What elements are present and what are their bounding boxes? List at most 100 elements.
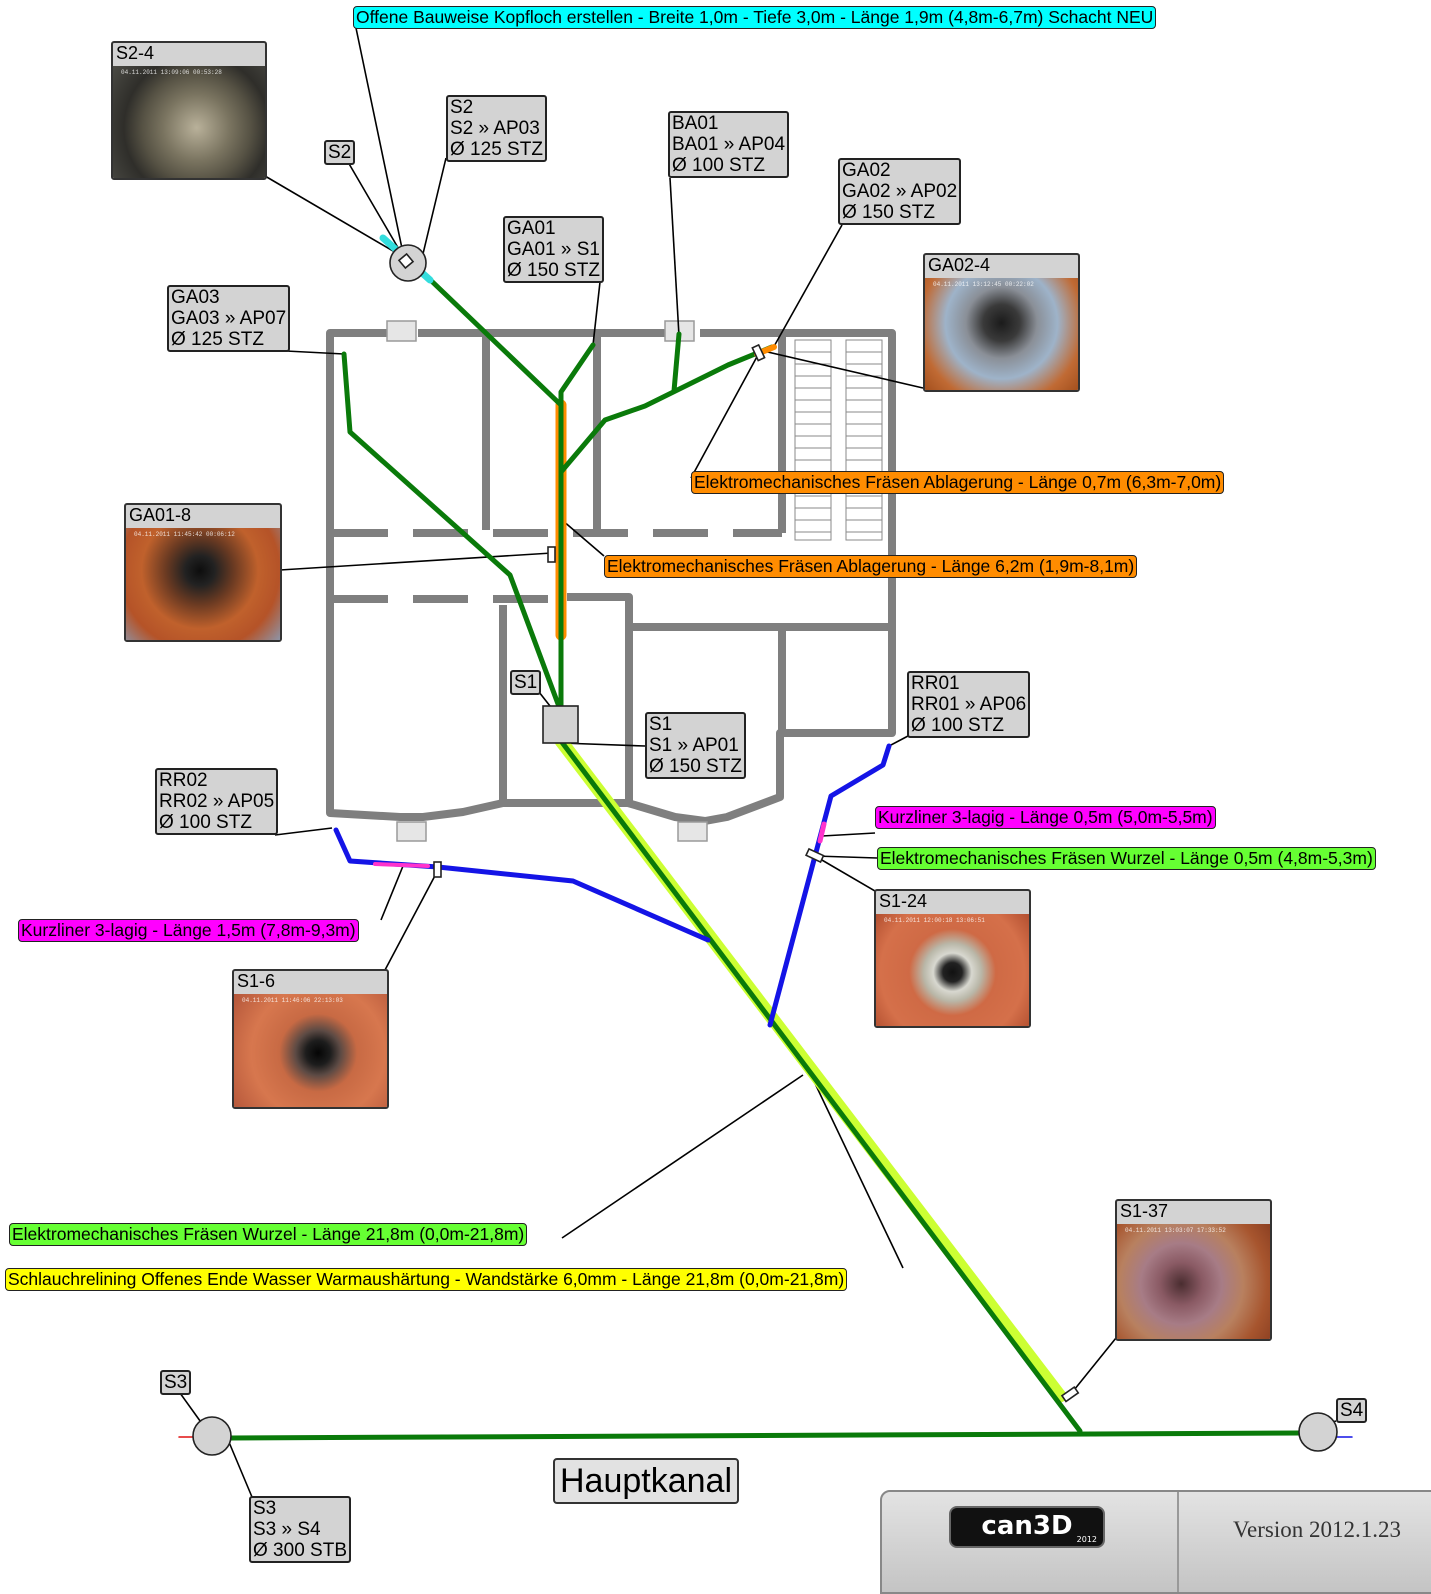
can3d-logo: can3D 2012 bbox=[949, 1506, 1105, 1548]
staircase bbox=[794, 339, 883, 541]
pipe-spec: Ø 125 STZ bbox=[450, 139, 543, 160]
footer-panel: can3D 2012 Version 2012.1.23 bbox=[880, 1490, 1431, 1594]
pipe-route: GA03 » AP07 bbox=[171, 308, 287, 329]
sewer-camera-image: 04.11.2011 11:46:06 22:13:03 bbox=[234, 994, 387, 1107]
version-label: Version 2012.1.23 bbox=[1233, 1517, 1402, 1542]
wall-f bbox=[567, 593, 892, 631]
photo-caption: S1-24 bbox=[879, 891, 928, 911]
measure-kurzliner-rr02[interactable]: Kurzliner 3-lagig - Länge 1,5m (7,8m-9,3… bbox=[18, 919, 359, 942]
measure-kurzliner-rr01[interactable]: Kurzliner 3-lagig - Länge 0,5m (5,0m-5,5… bbox=[875, 806, 1216, 829]
pipe-ga01 bbox=[558, 342, 596, 715]
shaft-label-s1[interactable]: S1 bbox=[510, 670, 542, 695]
pipe-route: S2 » AP03 bbox=[450, 118, 540, 139]
leader-line bbox=[690, 352, 760, 479]
leader-line bbox=[421, 157, 447, 259]
pipe-id: S2 bbox=[450, 97, 474, 118]
shaft-label-s2[interactable]: S2 bbox=[324, 140, 356, 165]
shaft-label-s4[interactable]: S4 bbox=[1336, 1398, 1368, 1423]
stair-steps bbox=[795, 351, 882, 533]
inspection-photo-ga01-8[interactable]: GA01-8 04.11.2011 11:45:42 00:06:12 bbox=[124, 503, 282, 642]
measure-fraesen-ga01[interactable]: Elektromechanisches Fräsen Ablagerung - … bbox=[604, 555, 1138, 578]
photo-caption: GA02-4 bbox=[928, 255, 991, 275]
logo-text: can3D bbox=[981, 1511, 1073, 1541]
inspection-photo-s2-4[interactable]: S2-4 04.11.2011 13:09:06 00:53:28 bbox=[111, 41, 267, 180]
leader-line bbox=[279, 552, 553, 571]
pipe-id: S1 bbox=[649, 714, 673, 735]
inspection-photo-s1-37[interactable]: S1-37 04.11.2011 13:03:07 17:33:52 bbox=[1115, 1199, 1272, 1341]
pipe-s1-ap01 bbox=[558, 738, 1083, 1434]
photo-timestamp: 04.11.2011 11:45:42 00:06:12 bbox=[134, 531, 235, 538]
photo-caption: GA01-8 bbox=[129, 505, 192, 525]
window bbox=[386, 320, 417, 342]
window bbox=[677, 821, 708, 842]
photo-timestamp: 04.11.2011 11:46:06 22:13:03 bbox=[242, 997, 343, 1004]
marker bbox=[397, 252, 415, 270]
sewer-camera-image: 04.11.2011 13:03:07 17:33:52 bbox=[1117, 1224, 1270, 1339]
inspection-photo-s1-6[interactable]: S1-6 04.11.2011 11:46:06 22:13:03 bbox=[232, 969, 389, 1109]
marker bbox=[433, 861, 442, 878]
leader-line bbox=[669, 177, 680, 337]
marker bbox=[547, 546, 556, 563]
kurzliner-rr01 bbox=[817, 821, 827, 844]
pipe-info-rr01[interactable]: RR01 RR01 » AP06 Ø 100 STZ bbox=[907, 671, 1031, 738]
leader-line bbox=[285, 350, 345, 355]
leader-line bbox=[347, 161, 405, 259]
sewer-camera-image: 04.11.2011 12:00:18 13:06:51 bbox=[876, 914, 1029, 1026]
leader-line bbox=[771, 224, 843, 351]
leader-line bbox=[264, 175, 406, 259]
photo-caption: S1-37 bbox=[1120, 1201, 1169, 1221]
sewer-camera-image: 04.11.2011 13:12:45 00:22:02 bbox=[925, 278, 1078, 390]
pipe-info-s1[interactable]: S1 S1 » AP01 Ø 150 STZ bbox=[645, 712, 746, 779]
measure-kopfloch[interactable]: Offene Bauweise Kopfloch erstellen - Bre… bbox=[353, 6, 1157, 29]
pipe-id: RR02 bbox=[159, 770, 208, 791]
shaft-s3[interactable] bbox=[192, 1416, 232, 1456]
pipe-info-s2[interactable]: S2 S2 » AP03 Ø 125 STZ bbox=[446, 95, 547, 162]
inspection-photo-ga02-4[interactable]: GA02-4 04.11.2011 13:12:45 00:22:02 bbox=[923, 253, 1080, 392]
measure-wurzel-s1[interactable]: Elektromechanisches Fräsen Wurzel - Läng… bbox=[9, 1223, 528, 1246]
leader-line bbox=[758, 349, 924, 389]
photo-timestamp: 04.11.2011 13:12:45 00:22:02 bbox=[933, 281, 1034, 288]
leader-line bbox=[821, 832, 876, 837]
marker bbox=[1060, 1386, 1080, 1403]
stairs-left bbox=[794, 339, 832, 541]
main-channel-label: Hauptkanal bbox=[553, 1458, 740, 1504]
measure-fraesen-ga02[interactable]: Elektromechanisches Fräsen Ablagerung - … bbox=[691, 471, 1225, 494]
shaft-s1[interactable] bbox=[542, 705, 579, 744]
shaft-label-s3[interactable]: S3 bbox=[160, 1370, 192, 1395]
pipe-info-ga03[interactable]: GA03 GA03 » AP07 Ø 125 STZ bbox=[167, 285, 291, 352]
pipe-rr01 bbox=[767, 743, 892, 1028]
pipe-info-ba01[interactable]: BA01 BA01 » AP04 Ø 100 STZ bbox=[668, 111, 790, 178]
pipe-spec: Ø 150 STZ bbox=[649, 756, 742, 777]
pipe-ba01 bbox=[671, 331, 682, 394]
measure-schlauch-s1[interactable]: Schlauchrelining Offenes Ende Wasser War… bbox=[5, 1268, 848, 1291]
pipe-spec: Ø 100 STZ bbox=[159, 812, 252, 833]
pipe-spec: Ø 125 STZ bbox=[171, 329, 264, 350]
measure-wurzel-rr01[interactable]: Elektromechanisches Fräsen Wurzel - Läng… bbox=[877, 847, 1376, 870]
sewer-camera-image: 04.11.2011 11:45:42 00:06:12 bbox=[126, 528, 280, 640]
pipe-spec: Ø 150 STZ bbox=[842, 202, 935, 223]
exterior-wall bbox=[326, 329, 896, 825]
pipe-id: GA01 bbox=[507, 218, 556, 239]
leader-line bbox=[814, 855, 876, 892]
pipe-info-s3[interactable]: S3 S3 » S4 Ø 300 STB bbox=[249, 1496, 351, 1563]
leader-line bbox=[561, 1074, 804, 1239]
pipe-main-s3-s4 bbox=[227, 1430, 1303, 1441]
marker bbox=[751, 343, 766, 362]
pipe-ga03 bbox=[341, 351, 564, 715]
leader-line bbox=[814, 855, 878, 859]
leader-line bbox=[355, 27, 405, 259]
pipe-info-rr02[interactable]: RR02 RR02 » AP05 Ø 100 STZ bbox=[155, 768, 279, 835]
photo-timestamp: 04.11.2011 13:03:07 17:33:52 bbox=[1125, 1227, 1226, 1234]
pipe-id: GA03 bbox=[171, 287, 220, 308]
leader-lines bbox=[179, 27, 1337, 1498]
shaft-s4[interactable] bbox=[1298, 1412, 1338, 1452]
pipe-info-ga01[interactable]: GA01 GA01 » S1 Ø 150 STZ bbox=[503, 216, 604, 283]
pipe-spec: Ø 300 STB bbox=[253, 1540, 347, 1561]
leader-line bbox=[384, 869, 439, 971]
logo-year: 2012 bbox=[1076, 1535, 1097, 1544]
photo-caption: S1-6 bbox=[237, 971, 276, 991]
photo-timestamp: 04.11.2011 13:09:06 00:53:28 bbox=[121, 69, 222, 76]
inspection-photo-s1-24[interactable]: S1-24 04.11.2011 12:00:18 13:06:51 bbox=[874, 889, 1031, 1028]
pipe-id: RR01 bbox=[911, 673, 960, 694]
pipe-info-ga02[interactable]: GA02 GA02 » AP02 Ø 150 STZ bbox=[838, 158, 962, 225]
